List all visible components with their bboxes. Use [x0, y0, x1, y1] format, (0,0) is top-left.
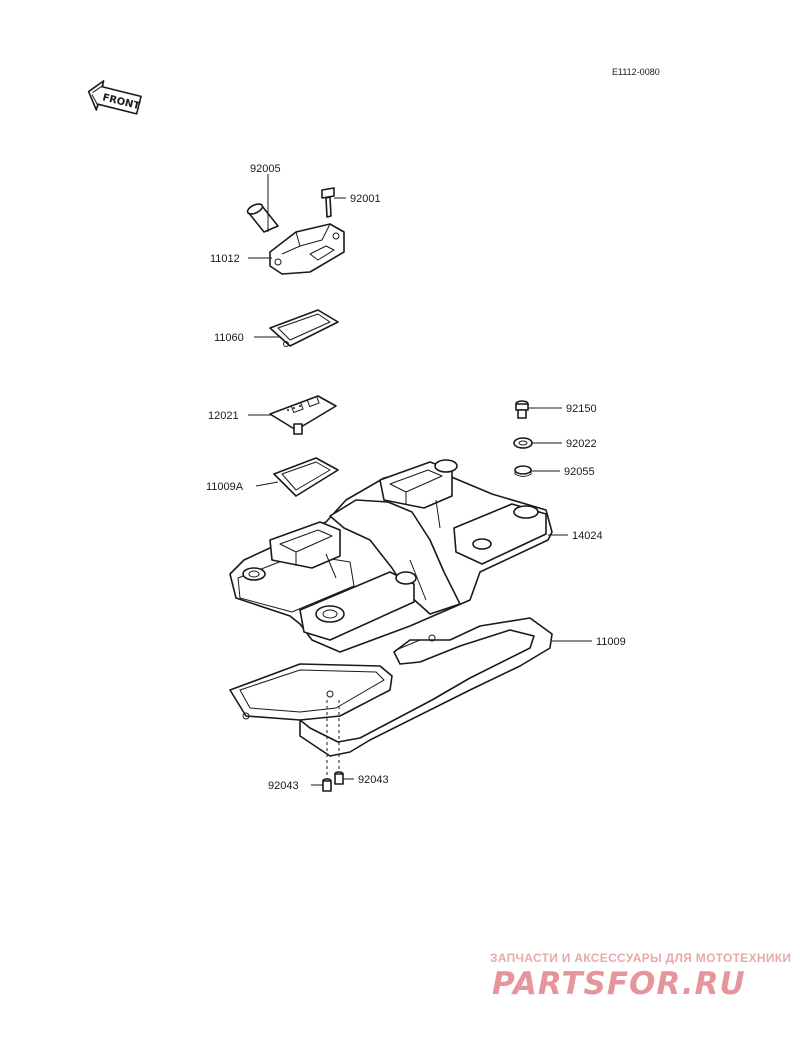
plate-12021	[269, 395, 337, 435]
label-12021: 12021	[208, 410, 239, 422]
bolt-92001	[321, 187, 335, 218]
label-11009: 11009	[596, 636, 626, 648]
label-92055: 92055	[564, 466, 595, 478]
label-11060: 11060	[214, 332, 244, 344]
gasket-11060	[269, 309, 339, 347]
label-11012: 11012	[210, 253, 240, 265]
label-11009A: 11009A	[206, 481, 244, 493]
label-92150: 92150	[566, 403, 597, 415]
gasket-11009A	[273, 457, 339, 497]
front-arrow-icon: FRONT	[87, 80, 142, 115]
watermark-logo: PARTSFOR.RU	[492, 966, 746, 1002]
diagram-code: E1112-0080	[612, 67, 660, 77]
label-92005: 92005	[250, 163, 281, 175]
dowel-pin-right	[334, 771, 344, 785]
breather-cover	[269, 223, 345, 275]
washer-92022	[513, 437, 533, 449]
dowel-pin-left	[322, 778, 332, 792]
cylinder-head-cover	[229, 459, 553, 653]
seal-92055	[514, 465, 532, 477]
label-92001: 92001	[350, 193, 381, 205]
label-92043-right: 92043	[358, 774, 389, 786]
label-14024: 14024	[572, 530, 603, 542]
gasket-11009	[229, 617, 553, 757]
label-92022: 92022	[566, 438, 597, 450]
watermark-tagline: ЗАПЧАСТИ И АКСЕССУАРЫ ДЛЯ МОТОТЕХНИКИ	[490, 951, 791, 965]
bolt-92150	[515, 400, 529, 419]
breather-hose	[246, 203, 279, 233]
label-92043-left: 92043	[268, 780, 299, 792]
